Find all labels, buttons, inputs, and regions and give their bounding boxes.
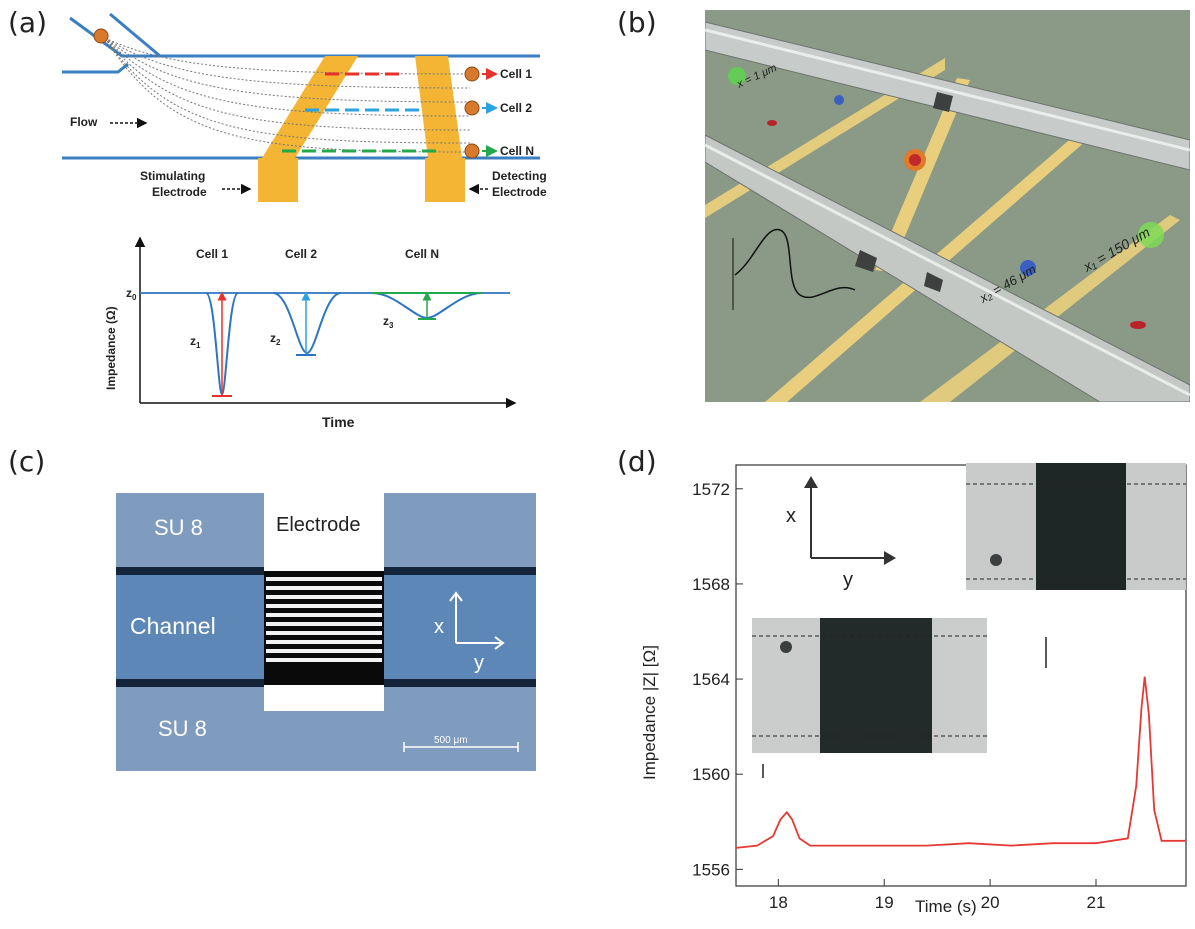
su8-top-label: SU 8: [154, 515, 203, 540]
particle-red-1: [767, 120, 777, 126]
z2-label: z2: [270, 331, 281, 347]
electrode-area: [264, 493, 384, 571]
electrode-4: [920, 215, 1180, 402]
y-tick-label: 1560: [692, 765, 730, 784]
electrode-label: Electrode: [276, 514, 361, 536]
plot-d-ylabel: Impedance |Z| [Ω]: [640, 645, 659, 780]
particle-blue-1: [834, 95, 844, 105]
x-tick-label: 18: [769, 893, 788, 912]
panel-c-micrograph: SU 8 SU 8 Electrode Channel x y 500 μm: [116, 493, 536, 771]
particle-green-1: [728, 67, 746, 85]
z1-label: z1: [190, 334, 201, 350]
bead-cell2: [464, 100, 480, 116]
detecting-label-2: Electrode: [492, 185, 547, 199]
x-tick-label: 21: [1087, 893, 1106, 912]
impedance-series: [735, 676, 1186, 849]
stimulating-label-1: Stimulating: [140, 169, 205, 183]
cell1-label: Cell 1: [500, 67, 532, 81]
inset-bottom: [752, 618, 987, 753]
stimulating-label-2: Electrode: [152, 185, 207, 199]
plot-a-title-cell1: Cell 1: [196, 247, 228, 261]
panel-c-letter: (c): [8, 445, 46, 478]
y-tick-label: 1564: [692, 670, 730, 689]
z0-label: z0: [126, 286, 137, 302]
panel-b-letter: (b): [617, 6, 657, 39]
dip-cell2: [272, 292, 342, 355]
plot-a-xlabel: Time: [322, 414, 355, 430]
y-tick-label: 1556: [692, 860, 730, 879]
panel-a-letter: (a): [8, 6, 48, 39]
flow-label: Flow: [70, 115, 98, 129]
panel-b-render: x = 1 μm x₂ = 46 μm x₁ = 150 μm: [705, 10, 1190, 402]
cellN-label: Cell N: [500, 144, 534, 158]
stimulating-electrode-pad: [258, 158, 298, 202]
plot-a-ylabel: Impedance (Ω): [104, 306, 118, 390]
bead-inlet: [93, 28, 109, 44]
y-tick-label: 1572: [692, 480, 730, 499]
detecting-electrode: [415, 56, 462, 158]
axis-y-label-c: y: [474, 652, 484, 674]
plot-a-title-cell2: Cell 2: [285, 247, 317, 261]
su8-bottom-label: SU 8: [158, 716, 207, 741]
panel-d-chart: x y 18 19 20 21 1556 1560 1564 1568 1572 Impedan…: [640, 463, 1187, 916]
axis-x-label-c: x: [434, 616, 444, 638]
y-tick-label: 1568: [692, 575, 730, 594]
plot-a-title-cellN: Cell N: [405, 247, 439, 261]
inlet-wall-lower: [62, 62, 129, 74]
inset-top: [966, 463, 1186, 590]
detecting-label-1: Detecting: [492, 169, 547, 183]
cell2-label: Cell 2: [500, 101, 532, 115]
particle-green-2: [1138, 222, 1164, 248]
x-tick-label: 19: [875, 893, 894, 912]
bead-cell1: [464, 66, 480, 82]
z3-label: z3: [383, 314, 394, 330]
axis-x-label-d: x: [786, 505, 796, 527]
panel-a-diagram: Cell 1 Cell 2 Cell N Flow Stimulating El…: [62, 12, 547, 430]
plot-d-xlabel: Time (s): [915, 897, 977, 916]
particle-red-2: [1130, 321, 1146, 329]
stimulating-electrode: [262, 56, 358, 158]
electrode-fingers: [266, 577, 382, 662]
panel-d-letter: (d): [617, 445, 657, 478]
axis-y-label-d: y: [843, 569, 853, 591]
inlet-wall: [109, 12, 161, 58]
detecting-electrode-pad: [425, 158, 465, 202]
bead-cellN: [464, 143, 480, 159]
channel-label: Channel: [130, 613, 216, 639]
waveform-sketch: [734, 228, 856, 298]
channel-wall-top: [69, 16, 540, 58]
scale-label: 500 μm: [434, 735, 468, 746]
particle-blue-2: [1020, 260, 1036, 276]
x-tick-label: 20: [981, 893, 1000, 912]
electrode-2: [875, 78, 970, 272]
